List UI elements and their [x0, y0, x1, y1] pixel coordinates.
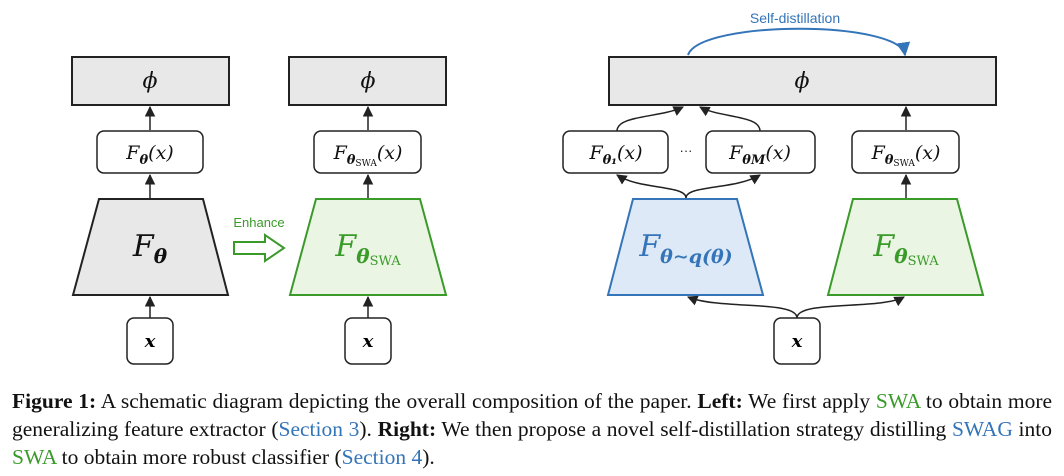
feature-label-theta1: Fθ₁(x) — [588, 142, 642, 168]
enhance-arrow: Enhance — [233, 215, 286, 263]
left-label: Left: — [697, 389, 743, 413]
phi-box-right — [608, 56, 997, 106]
input-x-label-swa: x — [362, 331, 374, 352]
extractor-trapezoid-swa — [288, 198, 448, 296]
input-x-box-left — [126, 317, 174, 365]
figure-caption: Figure 1: A schematic diagram depicting … — [12, 389, 1053, 469]
phi-label-swa: ϕ — [361, 69, 376, 94]
swag-link: SWAG — [951, 417, 1013, 441]
feature-label-thetaM: FθM(x) — [728, 142, 791, 168]
feature-label-left: Fθ(x) — [125, 142, 173, 168]
input-x-label-right: x — [791, 331, 803, 352]
extractor-trapezoid-swag — [606, 198, 765, 296]
extractor-label-swa-right: FθSWA — [872, 229, 939, 269]
extractor-trapezoid-swa-right — [826, 198, 985, 296]
section3-link[interactable]: Section 3 — [278, 417, 360, 441]
input-x-label-left: x — [144, 331, 156, 352]
feature-box-thetaM — [705, 130, 816, 174]
input-x-box-swa — [344, 317, 392, 365]
ellipsis: ··· — [680, 143, 693, 158]
feature-box-left — [96, 130, 204, 174]
feature-label-swa: FθSWA(x) — [333, 142, 403, 169]
feature-box-swa-right — [851, 130, 960, 174]
phi-box-left — [71, 56, 230, 106]
feature-label-swa-right: FθSWA(x) — [871, 142, 941, 169]
right-panel-self-distillation: Self-distillation ϕ Fθ₁(x) ··· FθM(x) Fθ… — [562, 10, 997, 365]
figure-label: Figure 1: — [12, 389, 97, 413]
extractor-label-left: Fθ — [132, 229, 168, 268]
extractor-trapezoid-left — [71, 198, 230, 296]
left-panel-swa: ϕ FθSWA(x) FθSWA x — [288, 56, 448, 365]
enhance-label: Enhance — [233, 215, 284, 230]
feature-box-theta1 — [562, 130, 669, 174]
self-distillation-label: Self-distillation — [750, 10, 840, 26]
self-distillation-arrow — [687, 27, 911, 57]
right-label: Right: — [377, 417, 437, 441]
phi-box-swa — [288, 56, 447, 106]
phi-label-left: ϕ — [143, 69, 158, 94]
extractor-label-swag: Fθ∼q(θ) — [638, 229, 732, 268]
left-panel-baseline: ϕ Fθ(x) Fθ x — [71, 56, 230, 365]
schematic-diagram: ϕ Fθ(x) Fθ x Enhance ϕ FθSWA(x) FθSWA x … — [71, 10, 997, 365]
swa-link-2: SWA — [12, 445, 57, 469]
enhance-arrow-shape — [233, 233, 286, 263]
input-x-box-right — [773, 317, 821, 365]
section4-link[interactable]: Section 4 — [341, 445, 423, 469]
swa-link-1: SWA — [875, 389, 921, 413]
feature-box-swa — [313, 130, 422, 174]
phi-label-right: ϕ — [795, 69, 810, 94]
extractor-label-swa: FθSWA — [334, 229, 401, 269]
